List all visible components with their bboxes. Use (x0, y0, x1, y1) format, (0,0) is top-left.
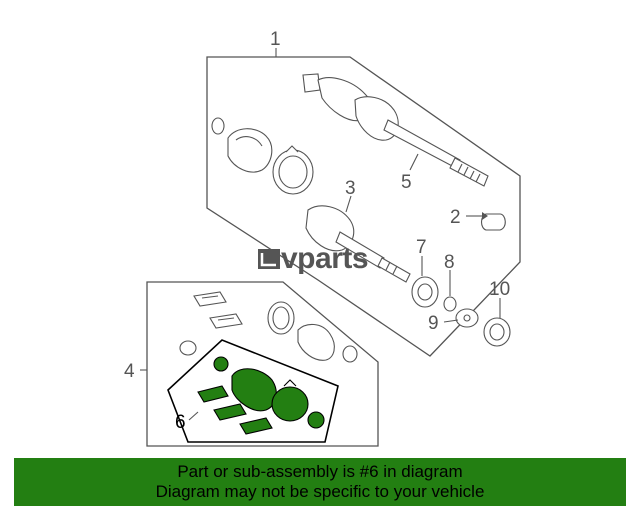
callout-3: 3 (345, 178, 356, 199)
grease-pack-1 (197, 385, 229, 403)
banner-line-disclaimer: Diagram may not be specific to your vehi… (155, 482, 485, 501)
boot-kit-contents (179, 291, 358, 363)
clamp-small-right (307, 411, 325, 429)
callout-2: 2 (450, 207, 461, 228)
callout-10: 10 (489, 279, 510, 300)
watermark-logo: vparts (258, 242, 369, 275)
small-parts-right (411, 213, 511, 347)
info-banner: Part or sub-assembly is #6 in diagram Di… (14, 458, 626, 506)
banner-line-part: Part or sub-assembly is #6 in diagram (177, 462, 463, 481)
callout-7: 7 (416, 237, 427, 258)
boot-large (271, 386, 309, 422)
callout-9: 9 (428, 313, 439, 334)
highlighted-part-6-components (197, 356, 325, 435)
inner-cv-joint (305, 205, 411, 283)
arrow-2 (482, 212, 488, 220)
grease-pack-2 (213, 403, 247, 421)
loose-boot-and-clamps (211, 117, 314, 195)
drive-axle-exploded-diagram: vparts 1 2 3 4 5 6 7 8 9 10 (124, 29, 521, 447)
callout-6: 6 (175, 412, 186, 433)
grease-pack-3 (239, 417, 273, 435)
callout-1: 1 (270, 29, 281, 50)
leader-lines (140, 48, 501, 421)
callout-5: 5 (401, 172, 412, 193)
axle-assembly-panel (206, 56, 521, 357)
watermark-text: vparts (281, 242, 368, 275)
callout-8: 8 (444, 252, 455, 273)
clamp-small-left (213, 356, 229, 372)
axle-shaft-outer-joint (302, 73, 489, 187)
callout-4: 4 (124, 361, 135, 382)
